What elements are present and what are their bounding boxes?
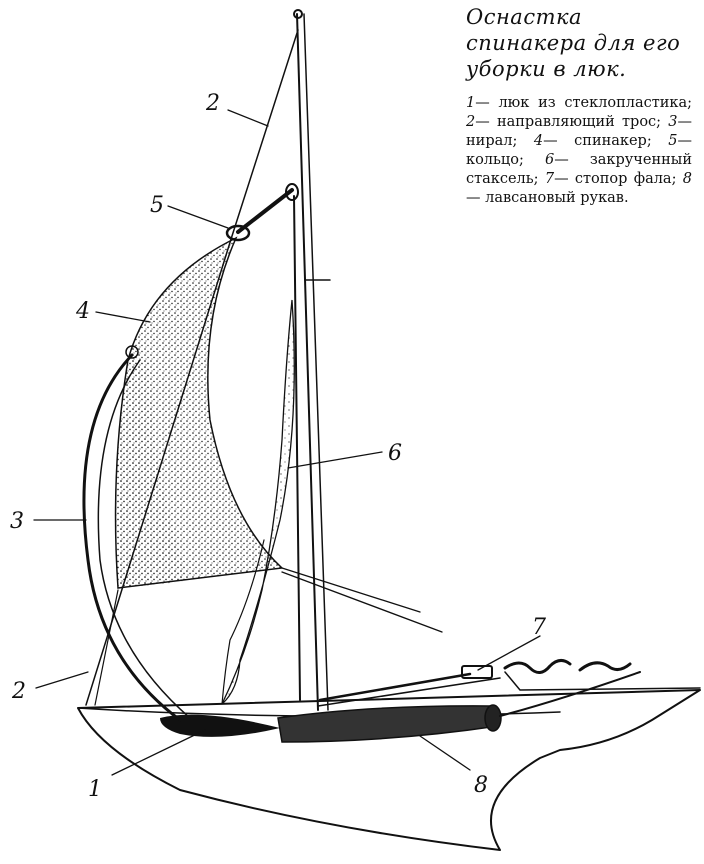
legend-item-4: 4— спинакер; (533, 133, 652, 149)
callout-3: 3 (10, 509, 24, 534)
cabin (504, 671, 701, 691)
leader-4 (95, 311, 151, 323)
callout-8: 8 (474, 773, 488, 798)
masthead (293, 9, 303, 19)
callout-1: 1 (88, 777, 102, 802)
ring (225, 224, 251, 242)
leader-1 (111, 729, 206, 776)
callout-6: 6 (388, 441, 402, 466)
legend-item-2: 2— направляющий трос; (466, 114, 662, 130)
leader-2-top (227, 109, 269, 127)
spinnaker-hatch (160, 714, 280, 737)
spinnaker-sheet (281, 567, 421, 613)
figure-legend: 1— люк из стеклопластика; 2— направляющи… (466, 94, 692, 208)
hull (77, 689, 701, 851)
spinnaker-guy (281, 571, 443, 633)
leader-2-bottom (35, 671, 89, 689)
downhaul-line (82, 353, 182, 722)
legend-item-3: 3— нирал; (466, 114, 693, 149)
legend-item-8: 8— лавсановый рукав. (466, 171, 692, 206)
leader-8 (419, 735, 471, 771)
callout-4: 4 (75, 299, 90, 324)
foot-line (94, 589, 119, 706)
callout-2-top: 2 (205, 91, 220, 116)
leader-6 (287, 451, 383, 469)
halyard-return (317, 677, 501, 707)
legend-item-5: 5— кольцо; (466, 133, 692, 168)
callout-2-bottom: 2 (11, 679, 26, 704)
spinnaker-clew-ring (125, 345, 139, 359)
callout-5: 5 (150, 193, 164, 218)
legend-item-1: 1— люк из стеклопластика; (466, 95, 692, 111)
furled-jib-edge (221, 539, 265, 705)
halyard-tail (503, 659, 632, 674)
spinnaker-shade (115, 360, 190, 588)
halyard-stopper (461, 665, 493, 679)
spinnaker-pole (236, 188, 294, 234)
legend-item-6: 6— закрученный стаксель; (466, 152, 692, 187)
figure-title: Оснастка спинакера для его уборки в люк. (466, 5, 681, 81)
dacron-sleeve (277, 705, 500, 743)
sleeve-end (484, 704, 502, 732)
mast (296, 13, 319, 711)
sleeve-tether (499, 671, 641, 717)
downhaul-line-inner (97, 359, 191, 719)
halyard-to-stopper (318, 672, 472, 702)
leader-7 (477, 635, 541, 671)
leader-5 (167, 205, 229, 229)
mast-inner (303, 13, 329, 711)
legend-item-7: 7— стопор фала; (544, 171, 677, 187)
pole-fitting (285, 183, 299, 201)
callout-7: 7 (532, 615, 546, 640)
pole-lower (293, 195, 301, 701)
